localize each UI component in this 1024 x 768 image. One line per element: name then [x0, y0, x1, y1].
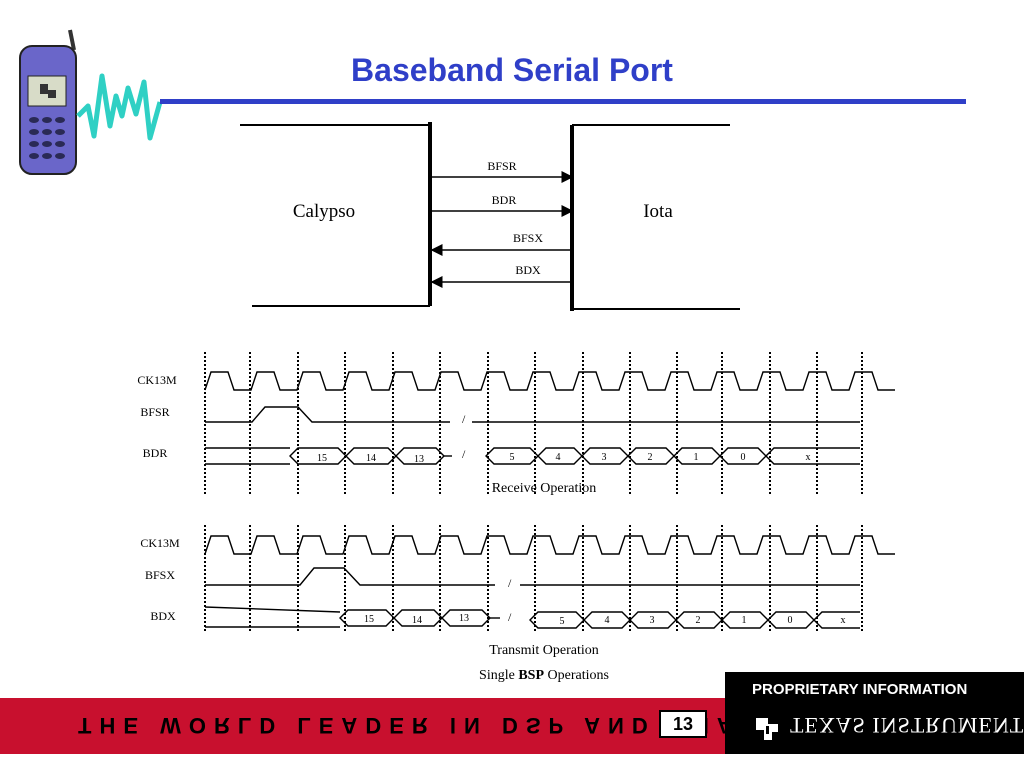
signal-label-bfsr: BFSR — [487, 159, 516, 173]
rx-bit-4: 4 — [556, 452, 561, 463]
calypso-label: Calypso — [293, 201, 355, 222]
rx-clock-wave — [204, 371, 895, 391]
tx-data-break-mark: / — [508, 610, 512, 624]
rx-bit-0: 0 — [741, 452, 746, 463]
tx-row-bfsx: BFSX — [145, 568, 175, 582]
rx-row-bfsr: BFSR — [140, 405, 169, 419]
rx-bit-15: 15 — [317, 453, 327, 464]
rx-bit-1: 1 — [694, 452, 699, 463]
rx-bit-13: 13 — [414, 454, 424, 465]
tx-bit-5: 5 — [560, 616, 565, 627]
transmit-caption: Transmit Operation — [489, 643, 599, 658]
ti-brand-name: TEXAS INSTRUMENTS — [790, 713, 1024, 738]
receive-caption: Receive Operation — [492, 481, 597, 496]
signal-label-bdr: BDR — [492, 193, 517, 207]
tx-bdx-idle — [204, 606, 341, 628]
tx-row-ck13m: CK13M — [140, 536, 180, 550]
proprietary-label: PROPRIETARY INFORMATION — [752, 681, 968, 698]
tx-bit-15: 15 — [364, 614, 374, 625]
tx-bit-13: 13 — [459, 613, 469, 624]
ti-logo-icon — [756, 718, 778, 740]
tx-break-mark: / — [508, 576, 512, 590]
tx-bit-4: 4 — [605, 615, 610, 626]
tx-row-bdx: BDX — [150, 609, 176, 623]
title-underline — [160, 99, 966, 104]
signal-label-bfsx: BFSX — [513, 231, 543, 245]
rx-bit-3: 3 — [602, 452, 607, 463]
tx-bit-2: 2 — [696, 615, 701, 626]
tx-bit-x: x — [841, 615, 846, 626]
rx-bit-x: x — [806, 452, 811, 463]
rx-data-break-mark: / — [462, 447, 466, 461]
block-diagram — [240, 122, 740, 311]
rx-bdr-idle — [205, 447, 290, 465]
page-number: 13 — [659, 710, 707, 738]
tx-bit-3: 3 — [650, 615, 655, 626]
rx-bit-2: 2 — [648, 452, 653, 463]
footer-tagline: THE WORLD LEADER IN DSP AND ANALOG — [78, 713, 813, 738]
proprietary-box — [871, 672, 1024, 702]
tx-bit-14: 14 — [412, 615, 422, 626]
timing-diagram: Calypso Iota BFSR BDR BFSX BDX CK13M BFS… — [137, 122, 895, 683]
tx-bit-1: 1 — [742, 615, 747, 626]
rx-break-mark: / — [462, 412, 466, 426]
tx-bit-0: 0 — [788, 615, 793, 626]
rx-row-bdr: BDR — [143, 446, 168, 460]
timing-guides — [204, 352, 863, 633]
rx-bdr-x — [765, 447, 860, 465]
rx-row-ck13m: CK13M — [137, 373, 177, 387]
transmit-waveforms — [204, 535, 895, 629]
phone-logo-icon — [19, 29, 163, 175]
tx-bdx-x — [813, 611, 860, 629]
signal-label-bdx: BDX — [515, 263, 541, 277]
tx-clock-wave — [204, 535, 895, 555]
rx-bit-14: 14 — [366, 453, 376, 464]
tx-bfsx-wave — [205, 567, 495, 586]
rx-bfsr-wave — [205, 406, 450, 423]
receive-waveforms — [204, 371, 895, 465]
rx-bit-5: 5 — [510, 452, 515, 463]
iota-label: Iota — [643, 201, 673, 222]
slide-title: Baseband Serial Port — [351, 52, 673, 88]
operations-caption: Single BSP Operations — [479, 668, 609, 683]
tx-bdx-post-cell-0 — [529, 611, 585, 629]
